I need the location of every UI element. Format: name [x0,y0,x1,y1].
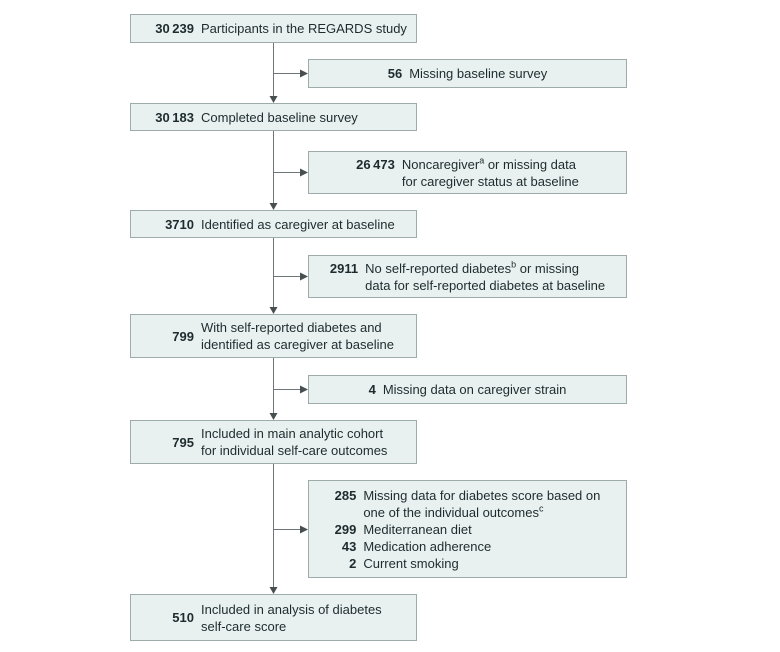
box-label-line: With self-reported diabetes and [201,320,382,335]
flow-box-diabetes-caregiver: 799 With self-reported diabetes and iden… [130,314,417,358]
connector-lines [273,43,300,593]
label-text: or missing [516,260,579,276]
box-content: 26 473 Noncaregivera or missing data for… [356,156,579,190]
box-label: Completed baseline survey [201,109,358,126]
box-label-line: Missing data for diabetes score based on [363,487,601,503]
flow-box-participants: 30 239 Participants in the REGARDS study [130,14,417,43]
excl-box-noncaregiver: 26 473 Noncaregivera or missing data for… [308,151,627,194]
box-label: Noncaregivera or missing data for caregi… [402,156,579,190]
box-label-line: Participants in the REGARDS study [201,21,407,36]
excluded-count: 4 [368,382,376,397]
arrow-right-icon [300,385,308,394]
box-label-line: data for self-reported diabetes at basel… [365,277,606,293]
footnote-marker: c [538,503,544,514]
excl-box-missing-strain: 4 Missing data on caregiver strain [308,375,627,404]
excl-box-missing-score: 285 Missing data for diabetes score base… [308,480,627,578]
box-label-line: Missing baseline survey [409,66,548,81]
box-label: Included in main analytic cohort for ind… [201,425,387,459]
flow-box-self-care-score: 510 Included in analysis of diabetes sel… [130,594,417,641]
box-label: Missing baseline survey [409,65,547,82]
box-label: With self-reported diabetes and identifi… [201,319,394,353]
sub-item-count: 43 [341,538,357,554]
box-label-line: one of the individual outcomesc [363,504,600,521]
excluded-count: 26 473 [356,156,395,172]
box-label-line: for individual self-care outcomes [201,443,388,458]
label-text: one of the individual outcomes [363,504,539,520]
arrow-down-icon [269,203,278,210]
arrow-down-icon [269,413,278,420]
footnote-marker: b [511,259,517,270]
footnote-marker: a [479,155,485,166]
sub-item-count: 2 [349,555,357,571]
label-text: No self-reported diabetes [365,260,512,276]
box-label-line: Included in analysis of diabetes [201,601,382,617]
box-label: Missing data on caregiver strain [383,381,567,398]
flow-box-completed-baseline: 30 183 Completed baseline survey [130,103,417,131]
excl-box-no-diabetes: 2911 No self-reported diabetesb or missi… [308,255,627,298]
box-label-line: for caregiver status at baseline [401,173,579,189]
participant-count: 795 [172,434,194,450]
participant-count: 30 183 [155,109,194,125]
excluded-count: 2911 [329,260,359,276]
box-label: No self-reported diabetesb or missing da… [365,260,605,294]
box-label: Identified as caregiver at baseline [201,216,395,233]
box-label-line: identified as caregiver at baseline [201,337,394,352]
arrow-right-icon [300,525,308,534]
box-label-line: Completed baseline survey [201,109,358,125]
box-label-line: No self-reported diabetesb or missing [365,260,605,277]
participant-count: 3710 [165,216,194,232]
box-label-line: Included in main analytic cohort [201,426,384,441]
box-label-line: Missing data on caregiver strain [382,382,567,397]
excluded-count: 285 [334,487,357,503]
arrow-down-icon [269,96,278,103]
box-label: Included in analysis of diabetes self-ca… [201,601,382,635]
arrow-right-icon [300,69,308,78]
excl-box-missing-baseline: 56 Missing baseline survey [308,59,627,88]
box-label-line: self-care score [201,618,287,634]
sub-item-label: Mediterranean diet [363,521,472,537]
sub-item-count: 299 [334,521,357,537]
arrow-right-icon [300,272,308,281]
box-label: Participants in the REGARDS study [201,20,407,37]
sub-item-label: Medication adherence [363,538,492,554]
flow-box-caregiver-baseline: 3710 Identified as caregiver at baseline [130,210,417,238]
excluded-count: 56 [387,66,403,81]
box-content: 285 Missing data for diabetes score base… [335,487,601,572]
arrow-down-icon [269,587,278,594]
box-content: 2911 No self-reported diabetesb or missi… [330,260,605,294]
participant-count: 30 239 [155,21,194,36]
participant-count: 799 [172,328,194,344]
box-label-line: Noncaregivera or missing data [402,156,579,173]
arrow-right-icon [300,168,308,177]
label-text: or missing data [484,156,576,172]
label-text: Noncaregiver [401,156,480,172]
spacer [335,504,357,521]
box-label-line: Identified as caregiver at baseline [201,216,395,232]
sub-item-label: Current smoking [363,555,459,571]
arrowheads [269,69,308,594]
flow-box-main-cohort: 795 Included in main analytic cohort for… [130,420,417,464]
participant-count: 510 [172,610,194,625]
arrow-down-icon [269,307,278,314]
